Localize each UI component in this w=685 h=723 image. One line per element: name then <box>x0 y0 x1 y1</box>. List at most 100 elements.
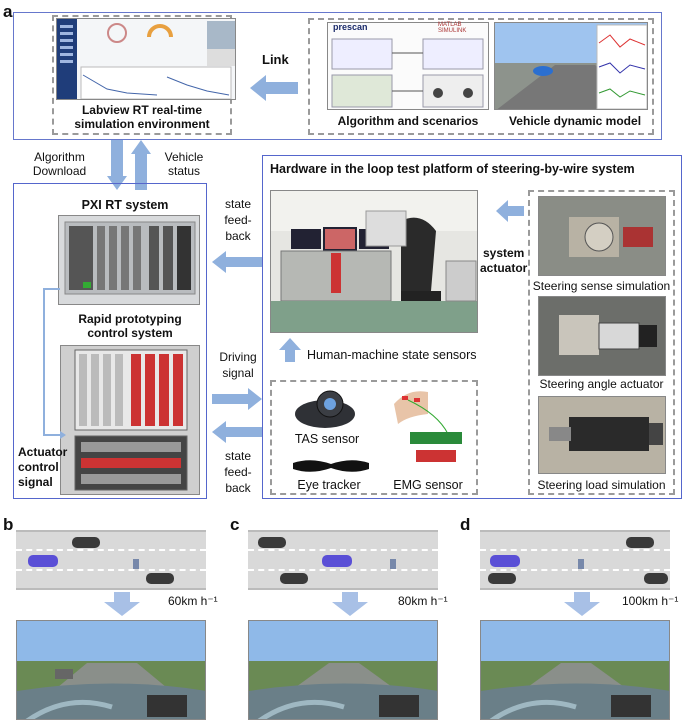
prescan-diagram-image <box>328 23 488 109</box>
steering-sense-image <box>539 197 665 275</box>
steering-load-photo <box>538 396 666 474</box>
steering-sense-label: Steering sense simulation <box>532 279 671 293</box>
state-feedback-top-label: state feed- back <box>213 196 263 244</box>
hil-platform-image <box>271 191 477 332</box>
link-label: Link <box>262 52 289 67</box>
driver-view-d-image <box>481 621 669 719</box>
hm-sensors-label: Human-machine state sensors <box>307 348 477 362</box>
other-car-c1 <box>258 537 286 548</box>
driving-signal-line2: signal <box>222 366 254 380</box>
human-machine-up-arrow <box>279 338 301 362</box>
pxi-box <box>13 183 207 499</box>
ego-car-d <box>490 555 520 567</box>
hil-platform-photo <box>270 190 478 333</box>
panel-letter-b: b <box>3 515 14 534</box>
emg-sensor-label: EMG sensor <box>393 478 463 492</box>
driver-view-b-image <box>17 621 205 719</box>
actuators-box <box>528 190 675 495</box>
vehicle-status-line1: Vehicle <box>164 150 204 164</box>
speed-c: 80km h⁻¹ <box>398 594 448 608</box>
algo-download-line2: Download <box>32 164 87 178</box>
vehicle-sim-figure <box>494 22 648 110</box>
other-car-d2 <box>488 573 516 584</box>
prescan-matlab-figure <box>327 22 489 110</box>
pxi-photo <box>58 215 200 305</box>
labview-caption-line1: Labview RT real-time <box>81 103 203 117</box>
system-actuator-line2: actuator <box>480 261 528 275</box>
algo-caption: Algorithm and scenarios <box>337 114 479 128</box>
hil-title: Hardware in the loop test platform of st… <box>270 162 635 176</box>
state-feedback-bottom-line3: back <box>225 481 251 495</box>
eye-tracker-image <box>291 455 371 482</box>
state-feedback-top-line1: state <box>224 197 251 211</box>
state-feedback-bottom-label: state feed- back <box>213 448 263 496</box>
ego-car-c <box>322 555 352 567</box>
speed-arrow-c <box>332 592 368 616</box>
steering-load-label: Steering load simulation <box>537 478 666 492</box>
emg-sensor-image <box>388 384 476 471</box>
steering-angle-image <box>539 297 665 375</box>
other-car-b1 <box>72 537 100 548</box>
speed-d: 100km h⁻¹ <box>622 594 679 608</box>
actuator-line3: signal <box>18 475 53 489</box>
labview-caption: Labview RT real-time simulation environm… <box>52 103 232 131</box>
actuator-signal-label: Actuator control signal <box>18 445 67 490</box>
rapid-title: Rapid prototyping control system <box>60 312 200 340</box>
obstacle-b <box>133 556 139 574</box>
speed-b: 60km h⁻¹ <box>168 594 218 608</box>
pxi-title: PXI RT system <box>81 198 169 212</box>
other-car-d1 <box>626 537 654 548</box>
other-car-d3 <box>644 573 668 584</box>
labview-screen-image <box>57 19 235 99</box>
matlab-logo: MATLAB SIMULINK <box>438 22 467 34</box>
algorithm-model-box <box>308 18 654 135</box>
algo-download-label: Algorithm Download <box>22 150 97 178</box>
driving-signal-line1: Driving <box>219 350 257 364</box>
system-actuator-line1: system <box>482 246 525 260</box>
labview-caption-line2: simulation environment <box>74 117 210 131</box>
driver-view-b <box>16 620 206 720</box>
status-arrow <box>131 140 151 190</box>
obstacle-d <box>578 556 584 574</box>
steering-angle-label: Steering angle actuator <box>539 377 664 391</box>
system-actuator-label: system actuator <box>480 246 527 276</box>
speed-arrow-d <box>564 592 600 616</box>
eye-tracker-label: Eye tracker <box>297 478 361 492</box>
state-feedback-bottom-line1: state <box>224 449 251 463</box>
vehicle-status-label: Vehicle status <box>154 150 214 178</box>
vehicle-sim-image <box>495 23 647 109</box>
speed-arrow-b <box>104 592 140 616</box>
driver-view-c <box>248 620 438 720</box>
steering-load-image <box>539 397 665 473</box>
driving-signal-arrow <box>212 388 262 410</box>
rapid-title-line1: Rapid prototyping <box>78 312 182 326</box>
link-arrow <box>250 75 298 101</box>
sensors-box <box>270 380 478 495</box>
actuator-line2: control <box>18 460 59 474</box>
ego-car-b <box>28 555 58 567</box>
algo-download-line1: Algorithm <box>34 150 85 164</box>
actuator-connector <box>38 287 68 444</box>
rapid-title-line2: control system <box>87 326 173 340</box>
state-feedback-top-line3: back <box>225 229 251 243</box>
vehicle-caption: Vehicle dynamic model <box>508 114 642 128</box>
driver-view-d <box>480 620 670 720</box>
hil-box <box>262 155 682 499</box>
driving-signal-label: Driving signal <box>213 349 263 381</box>
pxi-chassis-image <box>59 216 199 304</box>
state-feedback-bottom-line2: feed- <box>224 465 252 479</box>
panel-letter-c: c <box>230 515 240 534</box>
top-frame <box>13 12 662 140</box>
prescan-logo: prescan <box>333 22 368 32</box>
actuator-line1: Actuator <box>18 445 68 459</box>
other-car-c2 <box>280 573 308 584</box>
tas-sensor-label: TAS sensor <box>294 432 360 446</box>
vehicle-status-line2: status <box>167 164 200 178</box>
driver-view-c-image <box>249 621 437 719</box>
tas-sensor-image <box>290 384 360 435</box>
steering-sense-photo <box>538 196 666 276</box>
steering-angle-photo <box>538 296 666 376</box>
state-feedback-top-line2: feed- <box>224 213 252 227</box>
panel-letter-a: a <box>3 2 13 21</box>
state-feedback-bottom-arrow <box>212 421 262 443</box>
